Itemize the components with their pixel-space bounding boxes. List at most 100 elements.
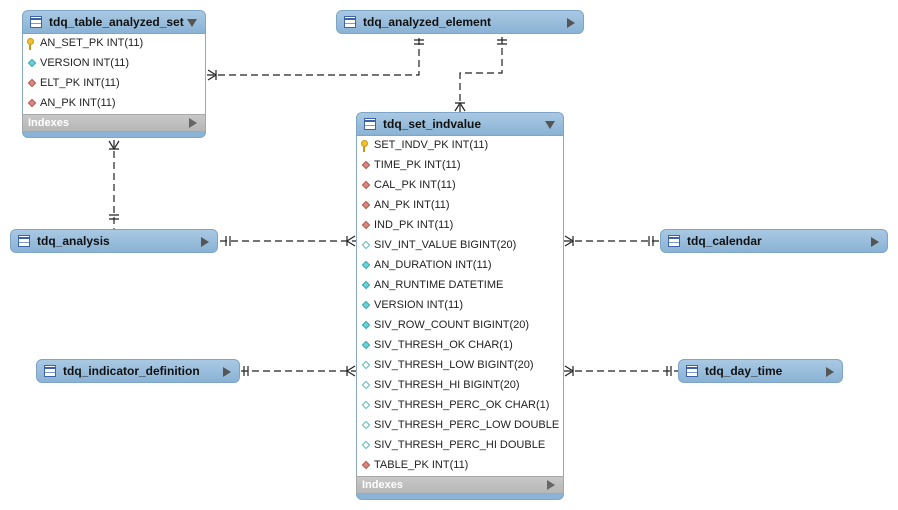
table-header[interactable]: tdq_table_analyzed_set [22, 10, 206, 34]
foreign-key-icon [27, 78, 37, 88]
table-header[interactable]: tdq_set_indvalue [356, 112, 564, 136]
table-name: tdq_set_indvalue [383, 117, 482, 131]
column-row: AN_SET_PK INT(11) [23, 34, 205, 54]
primary-key-icon [27, 38, 34, 50]
column-label: SIV_THRESH_PERC_LOW DOUBLE [374, 419, 560, 431]
indexes-section[interactable]: Indexes [22, 114, 206, 132]
column-label: SIV_THRESH_OK CHAR(1) [374, 339, 513, 351]
column-row: TIME_PK INT(11) [357, 156, 563, 176]
table-icon [30, 16, 42, 28]
foreign-key-icon [361, 220, 371, 230]
not-null-column-icon [27, 58, 37, 68]
table-icon [668, 235, 680, 247]
nullable-column-icon [361, 400, 371, 410]
expand-arrow-icon[interactable] [871, 237, 879, 247]
relationship-indvalue-to-element [454, 36, 507, 112]
expand-arrow-icon[interactable] [826, 367, 834, 377]
foreign-key-icon [361, 180, 371, 190]
column-label: SIV_THRESH_PERC_OK CHAR(1) [374, 399, 550, 411]
column-label: SIV_ROW_COUNT BIGINT(20) [374, 319, 530, 331]
table-header[interactable]: tdq_analysis [10, 229, 218, 253]
column-label: TIME_PK INT(11) [374, 159, 461, 171]
table-name: tdq_calendar [687, 234, 762, 248]
expand-arrow-icon[interactable] [189, 118, 197, 128]
not-null-column-icon [361, 320, 371, 330]
table-name: tdq_indicator_definition [63, 364, 200, 378]
expand-arrow-icon[interactable] [223, 367, 231, 377]
table-icon [18, 235, 30, 247]
relationship-indvalue-to-daytime [564, 365, 678, 377]
column-row: SIV_THRESH_PERC_OK CHAR(1) [357, 396, 563, 416]
column-label: VERSION INT(11) [374, 299, 464, 311]
column-row: SIV_THRESH_LOW BIGINT(20) [357, 356, 563, 376]
table-tdq-analyzed-element[interactable]: tdq_analyzed_element [336, 10, 584, 34]
column-label: IND_PK INT(11) [374, 219, 454, 231]
column-list: AN_SET_PK INT(11) VERSION INT(11) ELT_PK… [22, 34, 206, 114]
nullable-column-icon [361, 360, 371, 370]
relationship-indvalue-to-analysis [220, 235, 356, 247]
column-label: AN_PK INT(11) [374, 199, 450, 211]
column-list: SET_INDV_PK INT(11) TIME_PK INT(11) CAL_… [356, 136, 564, 476]
primary-key-icon [361, 140, 368, 152]
table-tdq-set-indvalue[interactable]: tdq_set_indvalue SET_INDV_PK INT(11) TIM… [356, 112, 564, 500]
column-label: AN_SET_PK INT(11) [40, 37, 144, 49]
relationship-set-to-element [207, 36, 424, 81]
expand-arrow-icon[interactable] [547, 480, 555, 490]
table-header[interactable]: tdq_day_time [678, 359, 843, 383]
column-row: CAL_PK INT(11) [357, 176, 563, 196]
table-header[interactable]: tdq_indicator_definition [36, 359, 240, 383]
table-tdq-calendar[interactable]: tdq_calendar [660, 229, 888, 253]
not-null-column-icon [361, 260, 371, 270]
column-label: AN_DURATION INT(11) [374, 259, 492, 271]
column-row: SET_INDV_PK INT(11) [357, 136, 563, 156]
collapse-arrow-icon[interactable] [187, 19, 197, 27]
indexes-section[interactable]: Indexes [356, 476, 564, 494]
not-null-column-icon [361, 280, 371, 290]
not-null-column-icon [361, 340, 371, 350]
column-row: VERSION INT(11) [23, 54, 205, 74]
table-tdq-table-analyzed-set[interactable]: tdq_table_analyzed_set AN_SET_PK INT(11)… [22, 10, 206, 140]
relationship-indvalue-to-calendar [564, 235, 660, 247]
column-label: CAL_PK INT(11) [374, 179, 456, 191]
expand-arrow-icon[interactable] [201, 237, 209, 247]
table-tdq-analysis[interactable]: tdq_analysis [10, 229, 218, 253]
column-row: AN_PK INT(11) [357, 196, 563, 216]
foreign-key-icon [361, 200, 371, 210]
column-row: SIV_THRESH_OK CHAR(1) [357, 336, 563, 356]
indexes-label: Indexes [28, 117, 69, 129]
column-row: SIV_THRESH_HI BIGINT(20) [357, 376, 563, 396]
foreign-key-icon [27, 98, 37, 108]
column-row: IND_PK INT(11) [357, 216, 563, 236]
column-row: ELT_PK INT(11) [23, 74, 205, 94]
column-label: AN_PK INT(11) [40, 97, 116, 109]
table-footer [22, 132, 206, 138]
foreign-key-icon [361, 460, 371, 470]
nullable-column-icon [361, 440, 371, 450]
table-footer [356, 494, 564, 500]
column-label: AN_RUNTIME DATETIME [374, 279, 504, 291]
table-tdq-day-time[interactable]: tdq_day_time [678, 359, 843, 383]
table-name: tdq_day_time [705, 364, 783, 378]
column-label: SIV_THRESH_HI BIGINT(20) [374, 379, 520, 391]
table-header[interactable]: tdq_analyzed_element [336, 10, 584, 34]
column-label: ELT_PK INT(11) [40, 77, 120, 89]
nullable-column-icon [361, 240, 371, 250]
column-label: SIV_INT_VALUE BIGINT(20) [374, 239, 517, 251]
table-name: tdq_analyzed_element [363, 15, 492, 29]
relationship-indvalue-to-indicator [241, 365, 356, 377]
table-icon [686, 365, 698, 377]
table-header[interactable]: tdq_calendar [660, 229, 888, 253]
table-tdq-indicator-definition[interactable]: tdq_indicator_definition [36, 359, 240, 383]
expand-arrow-icon[interactable] [567, 18, 575, 28]
collapse-arrow-icon[interactable] [545, 121, 555, 129]
column-label: SET_INDV_PK INT(11) [374, 139, 489, 151]
column-label: TABLE_PK INT(11) [374, 459, 469, 471]
column-label: VERSION INT(11) [40, 57, 130, 69]
column-row: SIV_ROW_COUNT BIGINT(20) [357, 316, 563, 336]
table-name: tdq_analysis [37, 234, 110, 248]
column-label: SIV_THRESH_PERC_HI DOUBLE [374, 439, 546, 451]
relationship-set-to-analysis [108, 140, 120, 229]
nullable-column-icon [361, 420, 371, 430]
